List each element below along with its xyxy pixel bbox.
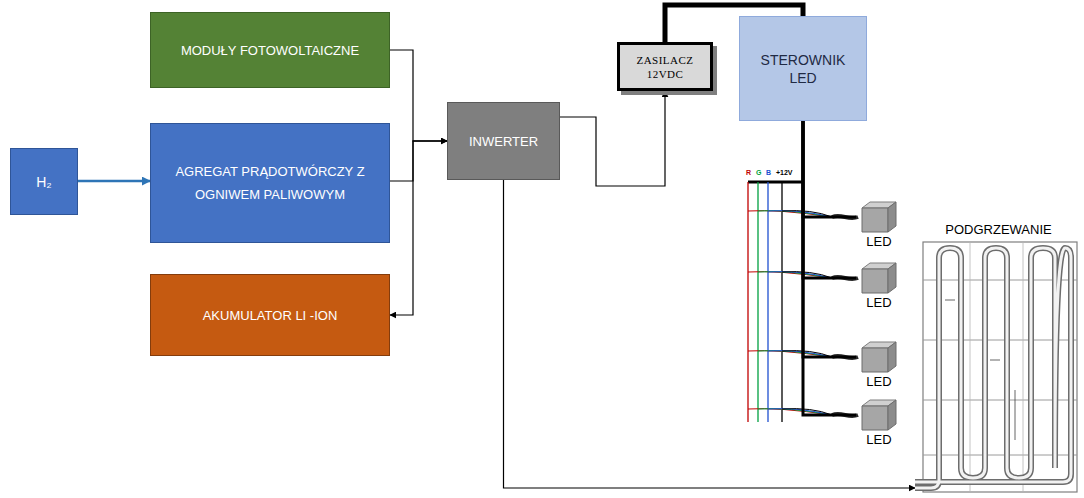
text-holder: AGREGAT PRĄDOTWÓRCZY Z OGNIWEM PALIWOWYM: [161, 160, 379, 206]
led-icon-side: [888, 342, 896, 372]
node-label: LED: [856, 234, 902, 249]
fuel-cell-generator-box: AGREGAT PRĄDOTWÓRCZY Z OGNIWEM PALIWOWYM: [150, 123, 390, 243]
led-module: LED: [856, 261, 902, 319]
led-module: LED: [856, 398, 902, 456]
signal-name: G: [755, 168, 762, 177]
led-icon: [858, 398, 898, 432]
node-label: LED: [856, 295, 902, 310]
connector: [390, 141, 447, 315]
flow-mark: [945, 300, 955, 301]
connector: [560, 91, 665, 186]
led-module: LED: [856, 200, 902, 258]
node-label: ZASILACZ 12VDC: [630, 53, 700, 81]
pv-modules-box: MODUŁY FOTOWOLTAICZNE: [150, 12, 390, 88]
heating-tube: [915, 248, 1071, 488]
node-label: LED: [856, 432, 902, 447]
led-icon-front: [862, 269, 888, 293]
text-holder: MODUŁY FOTOWOLTAICZNE: [181, 42, 359, 59]
flow-mark: [990, 360, 1000, 361]
node-label: H₂: [36, 173, 52, 191]
signal-name: B: [765, 168, 772, 177]
text-holder: LED: [856, 432, 902, 447]
text-holder: H₂: [36, 173, 52, 191]
bus-wire: [781, 182, 782, 422]
connector: [78, 180, 150, 183]
text-holder: AKUMULATOR LI -ION: [203, 307, 338, 324]
node-label: LED: [856, 374, 902, 389]
heating-tube-inner: [915, 248, 1071, 488]
connector: [390, 141, 447, 181]
led-icon-front: [862, 208, 888, 232]
text-holder: LED: [856, 374, 902, 389]
led-icon: [858, 200, 898, 234]
heating-panel: PODGRZEWANIE: [915, 222, 1082, 496]
node-label: AKUMULATOR LI -ION: [203, 307, 338, 324]
text-holder: INWERTER: [469, 133, 538, 150]
bus-wire: [747, 182, 748, 422]
inverter-box: INWERTER: [447, 102, 560, 180]
connector: [504, 180, 916, 488]
bus-tie: [748, 181, 803, 184]
led-icon-side: [888, 263, 896, 293]
text-holder: STEROWNIK LED: [758, 51, 848, 87]
text-holder: PODGRZEWANIE: [915, 222, 1082, 238]
led-icon-front: [862, 348, 888, 372]
grid-line: [970, 242, 971, 492]
text-holder: ZASILACZ 12VDC: [630, 53, 700, 81]
heating-illustration: [915, 240, 1080, 495]
text-holder: LED: [856, 234, 902, 249]
connector: [803, 121, 856, 217]
led-icon-front: [862, 406, 888, 430]
led-icon-side: [888, 202, 896, 232]
heading: PODGRZEWANIE: [915, 222, 1082, 238]
node-label: AGREGAT PRĄDOTWÓRCZY Z OGNIWEM PALIWOWYM: [161, 160, 379, 206]
led-controller-box: STEROWNIK LED: [739, 16, 867, 121]
node-label: INWERTER: [469, 133, 538, 150]
hydrogen-box: H₂: [10, 148, 78, 215]
bus-wire: [767, 182, 768, 422]
connector: [803, 121, 856, 278]
connector: [390, 50, 447, 141]
connector: [803, 121, 856, 357]
node-label: STEROWNIK LED: [758, 51, 848, 87]
led-icon-side: [888, 400, 896, 430]
led-module: LED: [856, 340, 902, 398]
led-icon: [858, 261, 898, 295]
signal-name: R: [745, 168, 752, 177]
connector: [803, 121, 856, 415]
signal-name: +12V: [775, 168, 794, 177]
led-icon: [858, 340, 898, 374]
power-supply-box: ZASILACZ 12VDC: [617, 42, 713, 91]
node-label: MODUŁY FOTOWOLTAICZNE: [181, 42, 359, 59]
text-holder: LED: [856, 295, 902, 310]
grid-line: [1023, 242, 1024, 492]
battery-box: AKUMULATOR LI -ION: [150, 274, 390, 356]
flow-mark: [1015, 390, 1016, 440]
bus-wire: [757, 182, 758, 422]
